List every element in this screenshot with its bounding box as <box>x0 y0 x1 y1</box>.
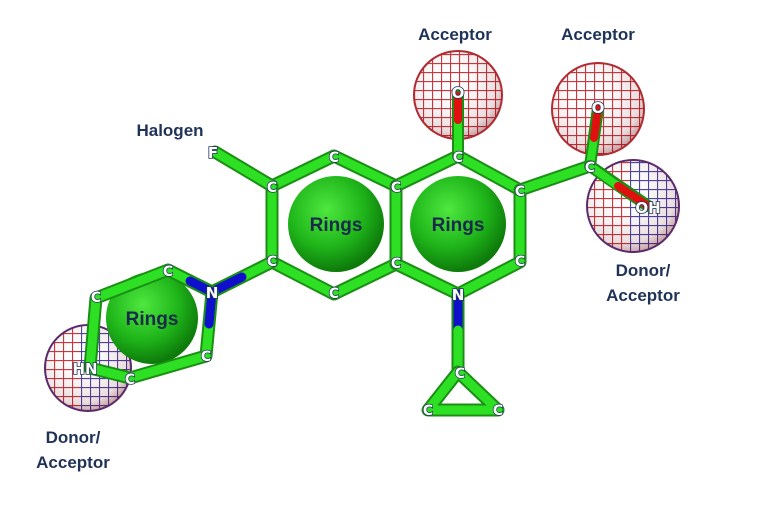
atom-c: C <box>493 403 503 419</box>
atom-c: C <box>267 254 277 270</box>
feature-label-donor-acceptor-right-line1: Donor/ <box>616 261 671 280</box>
atom-c: C <box>267 180 277 196</box>
atom-n-ring: N <box>452 286 465 304</box>
feature-label-acceptor-1: Acceptor <box>418 25 492 44</box>
atom-c: C <box>515 184 525 200</box>
bond-network <box>83 90 654 417</box>
feature-label-donor-acceptor-right-line2: Acceptor <box>606 286 680 305</box>
atom-c: C <box>91 290 101 306</box>
feature-label-halogen: Halogen <box>136 121 203 140</box>
ring-sphere-c <box>106 272 198 364</box>
atom-o-acid: O <box>592 99 605 117</box>
atom-f: F <box>208 144 218 162</box>
atom-c: C <box>391 180 401 196</box>
ring-label-c: Rings <box>126 309 179 330</box>
ring-label-a: Rings <box>310 215 363 236</box>
atom-c: C <box>329 286 339 302</box>
atom-c: C <box>125 372 135 388</box>
atom-o-carbonyl: O <box>452 84 465 102</box>
atom-c: C <box>423 403 433 419</box>
atom-hn: HN <box>72 360 97 378</box>
feature-label-acceptor-2: Acceptor <box>561 25 635 44</box>
atom-c: C <box>201 349 211 365</box>
carbon-atom-labels: C C C C C C C C C C C C C C C C C <box>90 149 596 420</box>
ring-sphere-b <box>410 176 506 272</box>
atom-c: C <box>163 264 173 280</box>
atom-c: C <box>455 366 465 382</box>
feature-label-donor-acceptor-left-line1: Donor/ <box>46 428 101 447</box>
feature-label-donor-acceptor-left-line2: Acceptor <box>36 453 110 472</box>
atom-c: C <box>515 254 525 270</box>
atom-c: C <box>453 150 463 166</box>
atom-oh: OH <box>635 199 660 217</box>
ring-sphere-a <box>288 176 384 272</box>
atom-c: C <box>391 256 401 272</box>
atom-c: C <box>585 160 595 176</box>
ring-label-b: Rings <box>432 215 485 236</box>
atom-n-piperazine: N <box>206 284 219 302</box>
atom-c: C <box>329 150 339 166</box>
